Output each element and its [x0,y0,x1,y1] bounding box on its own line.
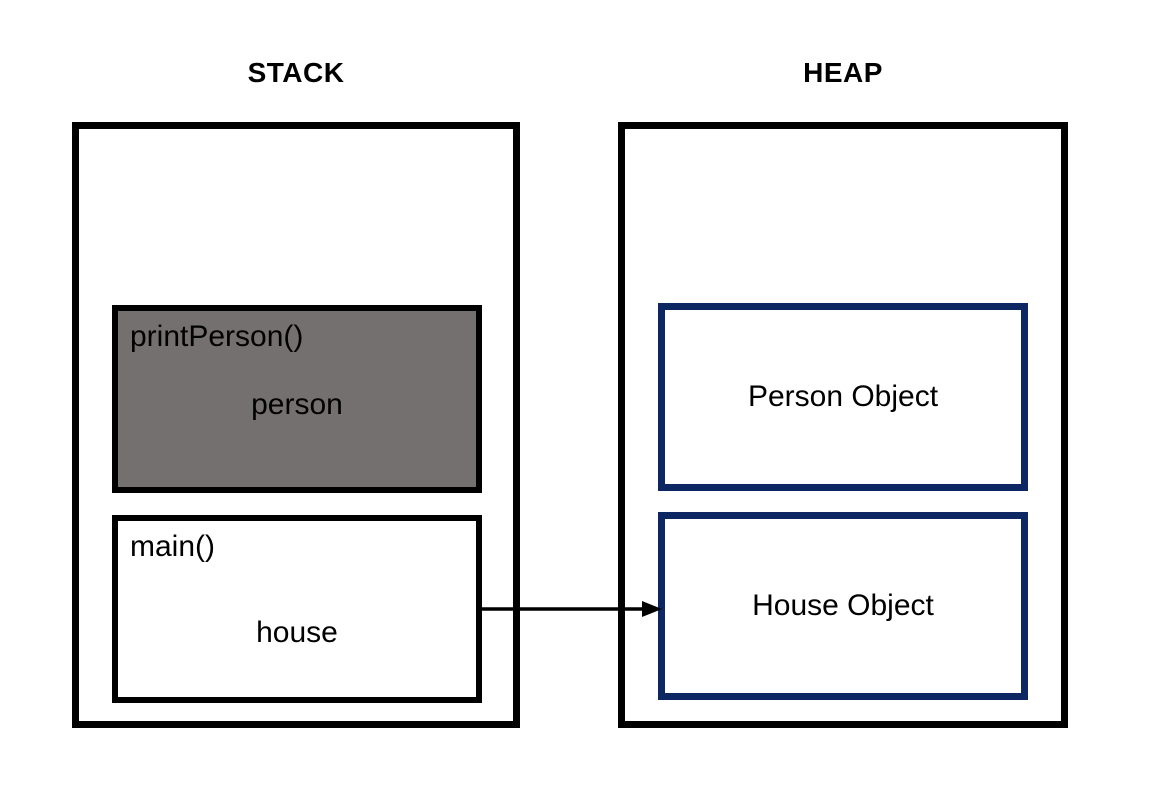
stack-frame-printperson: printPerson() person [112,305,482,493]
heap-object-label: Person Object [747,380,939,413]
frame-variable-label: person [251,388,343,421]
stack-frame-main: main() house [112,515,482,703]
reference-arrow [482,601,662,617]
frame-function-label: main() [130,530,216,563]
heap-title: HEAP [803,57,883,88]
frame-variable-label: house [256,616,338,649]
heap-object-label: House Object [752,589,934,622]
heap-object-house: House Object [658,512,1028,700]
heap-object-person: Person Object [658,303,1028,491]
stack-title: STACK [247,57,345,88]
frame-function-label: printPerson() [130,320,304,353]
stack-container [72,122,520,728]
heap-container [618,122,1068,728]
